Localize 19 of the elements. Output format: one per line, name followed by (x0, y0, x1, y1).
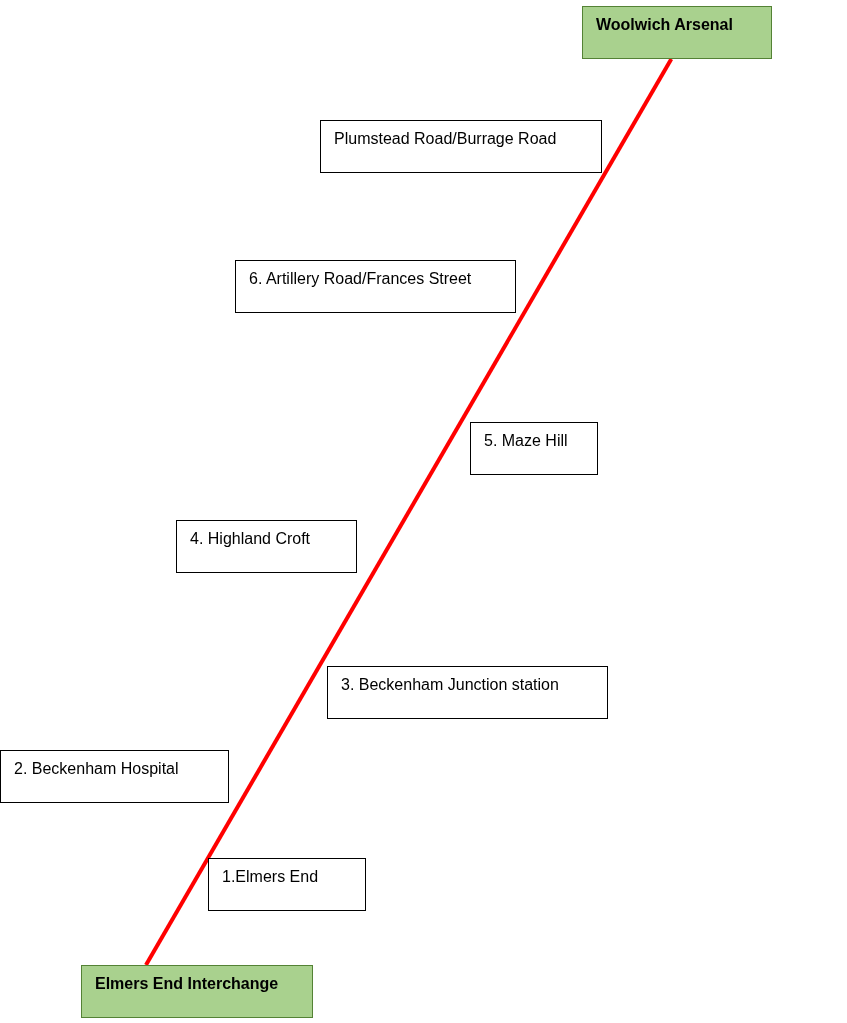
station-name: 2. Beckenham Hospital (14, 759, 180, 779)
stop-box (327, 666, 608, 719)
station-name: 6. Artillery Road/Frances Street (249, 269, 473, 289)
station-name: 3. Beckenham Junction station (341, 675, 560, 695)
station-name: Plumstead Road/Burrage Road (334, 129, 558, 149)
stop-box (208, 858, 366, 911)
stop-box (235, 260, 516, 313)
terminal-station-box (582, 6, 772, 59)
stop-box (0, 750, 229, 803)
terminal-station-box (81, 965, 313, 1018)
station-name: 4. Highland Croft (190, 529, 312, 549)
station-name: Elmers End Interchange (95, 974, 280, 994)
stop-box (320, 120, 602, 173)
station-name: Woolwich Arsenal (596, 15, 734, 35)
route-line (144, 58, 674, 966)
station-name: 1.Elmers End (222, 867, 320, 887)
station-name: 5. Maze Hill (484, 431, 569, 451)
stop-box (470, 422, 598, 475)
stop-box (176, 520, 357, 573)
